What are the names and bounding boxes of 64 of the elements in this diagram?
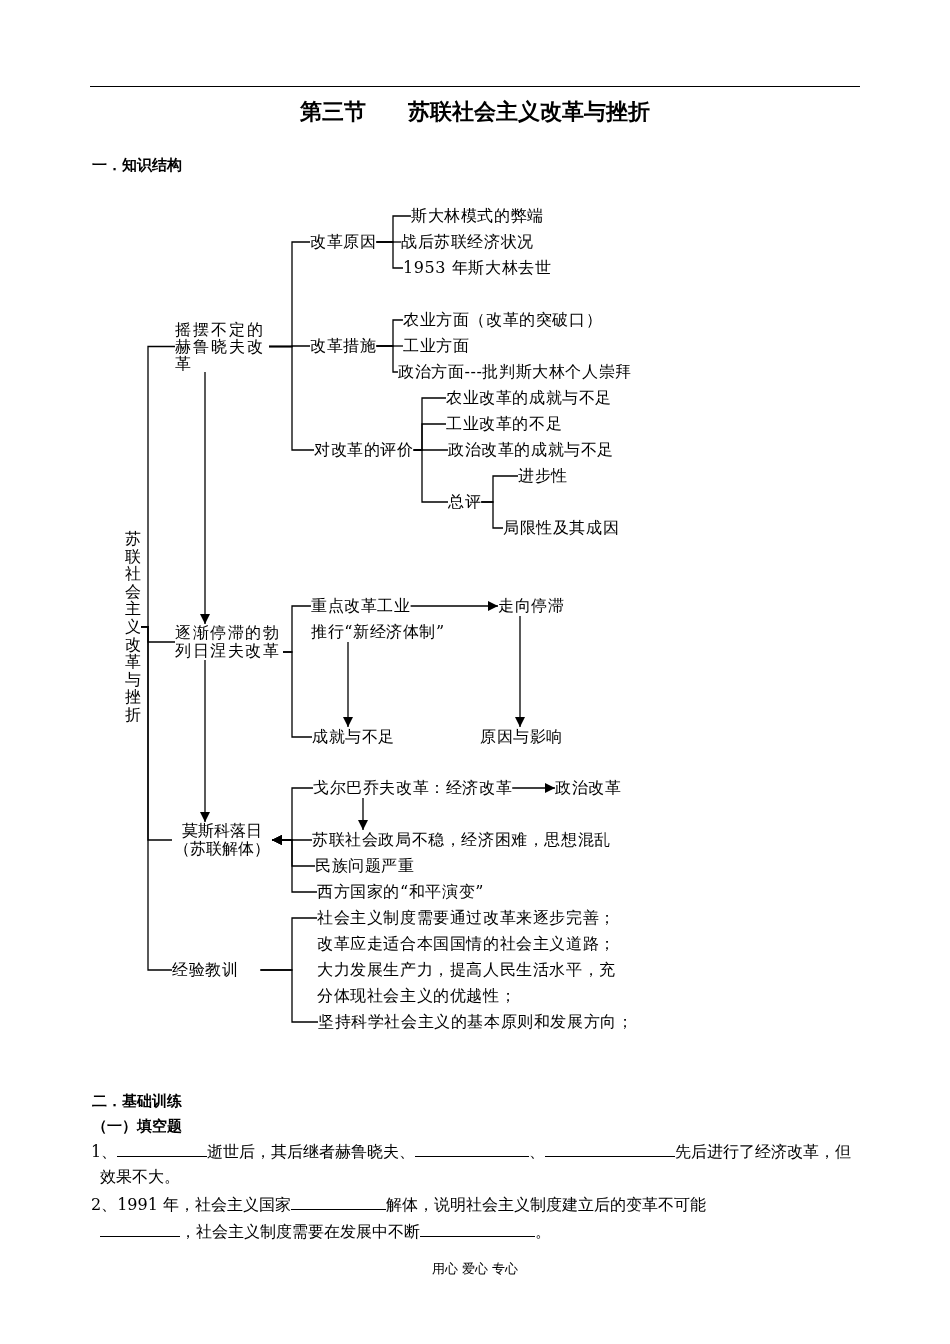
stage-heading: 逐渐停滞的勃列日涅夫改革: [175, 624, 283, 660]
topic-item: 西方国家的“和平演变”: [317, 882, 484, 902]
topic-item: 工业改革的不足: [446, 414, 563, 434]
topic-item: 政治改革的成就与不足: [448, 440, 614, 460]
connector-line: [480, 501, 504, 529]
topic-item: 战后苏联经济状况: [401, 232, 534, 252]
arrow: [511, 783, 556, 793]
topic-item: 大力发展生产力，提高人民生活水平，充分体现社会主义的优越性；: [317, 957, 623, 1009]
arrow: [515, 615, 525, 728]
topic-item: 成就与不足: [312, 727, 395, 747]
arrow: [358, 797, 368, 831]
question-text: ，社会主义制度需要在发展中不断: [180, 1222, 420, 1241]
page-title: 第三节 苏联社会主义改革与挫折: [300, 98, 650, 126]
topic-item: 农业改革的成就与不足: [446, 388, 612, 408]
topic-item: 原因与影响: [480, 727, 563, 747]
topic-item: 改革措施: [310, 336, 377, 356]
connector-line: [375, 345, 399, 373]
root-topic: 苏联社会主义改革与挫折: [125, 530, 141, 724]
topic-item: 农业方面（改革的突破口）: [403, 310, 603, 330]
footer-text: 用心 爱心 专心: [431, 1260, 519, 1278]
topic-item: 推行“新经济体制”: [311, 622, 445, 642]
connector-line: [140, 626, 173, 971]
topic-item: 政治改革: [555, 778, 622, 798]
topic-item: 总评: [448, 492, 482, 512]
connector-line: [259, 969, 319, 1023]
arrow: [200, 371, 210, 625]
topic-item: 1953 年斯大林去世: [403, 258, 552, 278]
topic-item: 对改革的评价: [314, 440, 414, 460]
question-text: 。: [535, 1222, 551, 1241]
topic-item: 民族问题严重: [315, 856, 415, 876]
connector-line: [282, 651, 313, 738]
question-text: 效果不大。: [100, 1167, 180, 1186]
topic-item: 重点改革工业: [311, 596, 411, 616]
topic-item: 政治方面---批判斯大林个人崇拜: [398, 362, 632, 382]
topic-item: 改革应走适合本国国情的社会主义道路；: [317, 934, 616, 954]
topic-item: 斯大林模式的弊端: [411, 206, 544, 226]
question-text: 、: [529, 1142, 546, 1161]
section-heading: 一．知识结构: [92, 155, 182, 175]
topic-item: 局限性及其成因: [503, 518, 620, 538]
topic-item: 戈尔巴乔夫改革：经济改革: [313, 778, 513, 798]
question-text: 解体，说明社会主义制度建立后的变革不可能: [386, 1195, 706, 1214]
arrow: [409, 601, 499, 611]
section-heading: 二．基础训练: [92, 1091, 182, 1111]
question-text: 2、1991 年，社会主义国家: [91, 1195, 291, 1214]
topic-item: 社会主义制度需要通过改革来逐步完善；: [317, 908, 616, 928]
arrow: [200, 659, 210, 823]
connector-line: [375, 241, 404, 269]
topic-item: 走向停滞: [498, 596, 565, 616]
section-heading: （一）填空题: [92, 1116, 182, 1136]
topic-item: 苏联社会政局不稳，经济困难，思想混乱: [312, 830, 611, 850]
topic-item: 工业方面: [403, 336, 470, 356]
connector-line: [412, 449, 449, 503]
question-text: 先后进行了经济改革，但: [675, 1142, 852, 1161]
question-number: 1、: [91, 1142, 118, 1161]
stage-heading: 摇摆不定的赫鲁晓夫改革: [175, 321, 269, 372]
topic-item: 坚持科学社会主义的基本原则和发展方向；: [318, 1012, 634, 1032]
topic-item: 改革原因: [310, 232, 377, 252]
topic-item: 进步性: [518, 466, 568, 486]
arrow: [343, 641, 353, 728]
stage-heading: 莫斯科落日（苏联解体）: [172, 822, 272, 858]
stage-heading: 经验教训: [172, 960, 239, 980]
question-text: 逝世后，其后继者赫鲁晓夫、: [207, 1142, 416, 1161]
arrow: [271, 835, 318, 893]
connector-line: [268, 345, 315, 451]
